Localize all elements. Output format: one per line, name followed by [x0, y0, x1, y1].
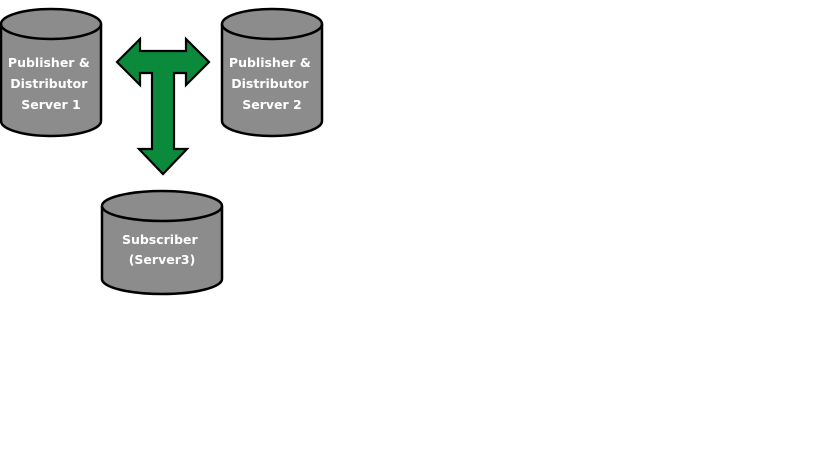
node-label: Publisher & Distributor Server 2: [229, 55, 315, 112]
database-cylinder-icon: [0, 7, 103, 138]
database-cylinder-icon: [100, 189, 224, 296]
node-label: Subscriber (Server3): [122, 232, 202, 267]
node-label: Publisher & Distributor Server 1: [8, 55, 94, 112]
database-node-server2: Publisher & Distributor Server 2: [220, 7, 324, 138]
database-node-server3: Subscriber (Server3): [100, 189, 224, 296]
database-node-server1: Publisher & Distributor Server 1: [0, 7, 103, 138]
three-way-arrow-icon: [115, 36, 211, 176]
database-cylinder-icon: [220, 7, 324, 138]
